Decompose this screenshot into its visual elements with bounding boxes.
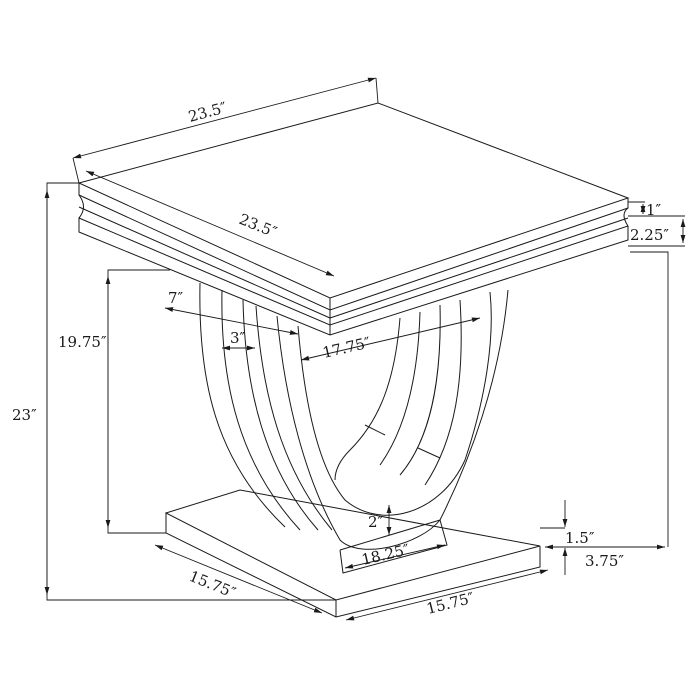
label-top-thickness-lower: 2.25″ [630,226,669,244]
label-plinth-depth: 15.75″ [187,567,239,602]
label-leg-width: 3″ [230,329,246,347]
label-plinth-height: 1.5″ [565,529,595,547]
table-top [77,102,630,336]
u-pedestal [199,282,509,550]
label-base-height: 19.75″ [58,333,107,351]
label-total-height: 23″ [12,406,37,424]
label-leg-spread: 7″ [168,289,184,307]
label-plinth-offset: 3.75″ [585,552,624,570]
label-top-width: 23.5″ [237,210,280,241]
dimension-lines [44,77,686,621]
label-top-depth: 23.5″ [186,98,229,126]
label-foot-length: 18.25″ [360,540,412,569]
label-inner-span: 17.75″ [321,333,373,362]
label-top-thickness-upper: 1″ [646,201,662,219]
label-arch-clearance: 2″ [368,513,384,531]
